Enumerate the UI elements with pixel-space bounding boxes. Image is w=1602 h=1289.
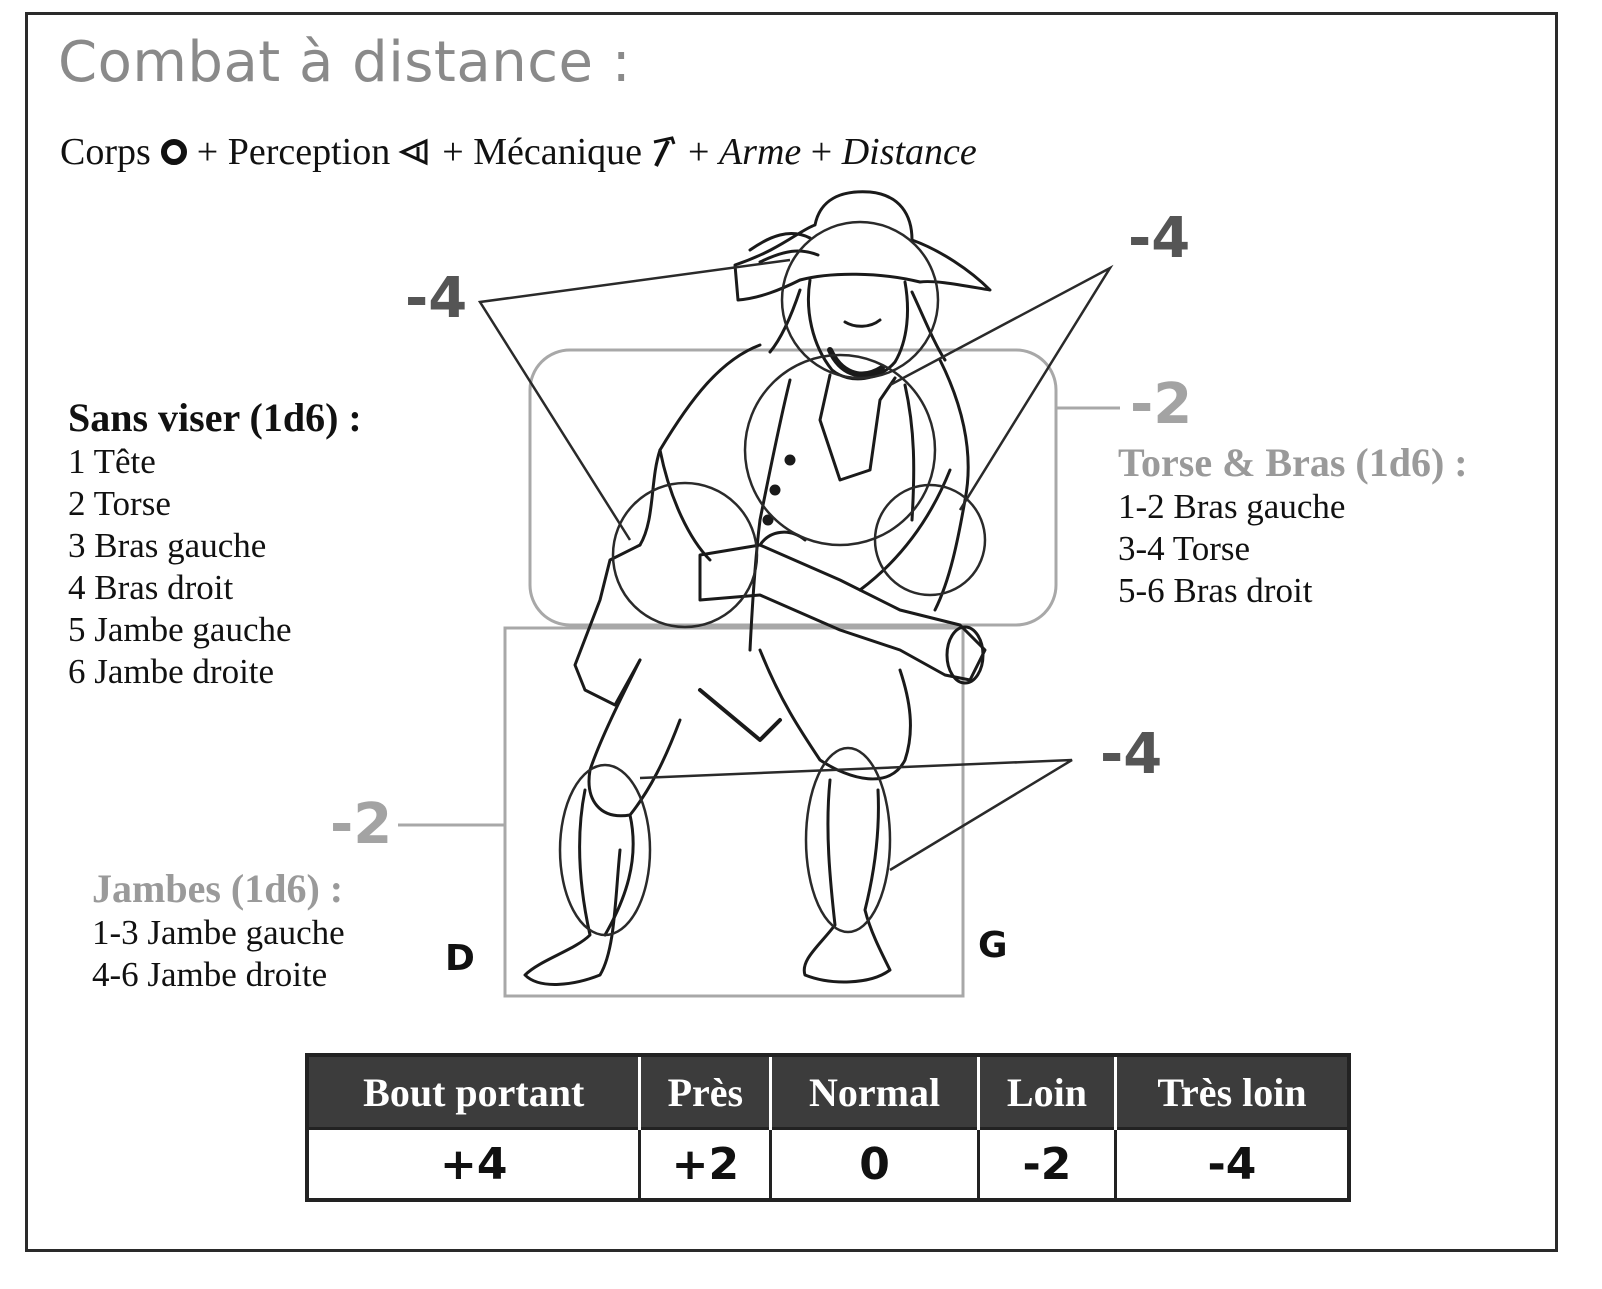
sans-viser-heading: Sans viser (1d6) : xyxy=(68,395,362,440)
formula-distance: Distance xyxy=(841,131,977,173)
list-item: 4 Bras droit xyxy=(68,568,234,607)
table-cell: -2 xyxy=(978,1127,1117,1200)
rules-frame xyxy=(25,12,1558,1252)
table-header: Très loin xyxy=(1115,1055,1349,1129)
table-cell: -4 xyxy=(1115,1127,1349,1200)
list-item: 3 Bras gauche xyxy=(68,526,267,565)
perception-icon xyxy=(398,138,428,166)
list-item: 1-3 Jambe gauche xyxy=(92,913,345,952)
table-cell: +4 xyxy=(307,1127,642,1200)
side-left-label: G xyxy=(978,925,1008,966)
torse-bras-block: Torse & Bras (1d6) : 1-2 Bras gauche 3-4… xyxy=(1118,440,1468,612)
head-modifier: -4 xyxy=(405,266,468,331)
table-cell: +2 xyxy=(639,1127,773,1200)
legs-zone-box xyxy=(503,626,965,998)
table-header: Près xyxy=(639,1055,773,1129)
list-item: 3-4 Torse xyxy=(1118,529,1251,568)
formula-plus-2: + xyxy=(442,131,464,173)
legs-callout xyxy=(639,758,1073,872)
torso-zone-modifier: -2 xyxy=(1130,372,1193,437)
distance-table: Bout portant Près Normal Loin Très loin … xyxy=(305,1053,1351,1202)
section-title: Combat à distance : xyxy=(58,30,632,95)
arm-right-circle xyxy=(873,483,987,597)
callout-lines xyxy=(477,258,1114,872)
leg-right-ellipse xyxy=(804,746,892,934)
torso-zone-box xyxy=(528,348,1058,627)
jambes-block: Jambes (1d6) : 1-3 Jambe gauche 4-6 Jamb… xyxy=(92,866,345,996)
formula-corps: Corps xyxy=(60,131,151,173)
sans-viser-block: Sans viser (1d6) : 1 Tête 2 Torse 3 Bras… xyxy=(68,395,362,693)
list-item: 1-2 Bras gauche xyxy=(1118,487,1346,526)
list-item: 5 Jambe gauche xyxy=(68,610,292,649)
list-item: 6 Jambe droite xyxy=(68,652,275,691)
list-item: 2 Torse xyxy=(68,484,171,523)
table-cell: 0 xyxy=(770,1127,980,1200)
torso-circle xyxy=(743,353,937,547)
arms-modifier: -4 xyxy=(1128,206,1191,271)
torse-bras-heading: Torse & Bras (1d6) : xyxy=(1118,440,1468,485)
head-circle xyxy=(780,220,940,380)
formula-arme: Arme xyxy=(718,131,802,173)
zone-callout-lines xyxy=(398,406,1120,827)
table-header: Normal xyxy=(770,1055,980,1129)
list-item: 4-6 Jambe droite xyxy=(92,955,328,994)
formula-plus-1: + xyxy=(196,131,219,173)
table-header: Bout portant xyxy=(307,1055,642,1129)
list-item: 1 Tête xyxy=(68,442,156,481)
table-row: +4 +2 0 -2 -4 xyxy=(307,1127,1349,1200)
table-header: Loin xyxy=(978,1055,1117,1129)
mecanique-icon xyxy=(653,136,676,167)
leg-left-ellipse xyxy=(558,763,652,937)
legs-modifier: -4 xyxy=(1100,722,1163,787)
formula-mecanique: Mécanique xyxy=(473,131,642,173)
list-item: 5-6 Bras droit xyxy=(1118,571,1313,610)
legs-zone-modifier: -2 xyxy=(330,792,393,857)
formula-plus-3: + xyxy=(688,131,710,173)
corps-icon xyxy=(160,139,187,165)
formula-plus-4: + xyxy=(810,131,833,173)
hit-circles xyxy=(558,220,987,937)
arm-left-circle xyxy=(611,481,759,629)
head-callout xyxy=(477,258,791,541)
side-right-label: D xyxy=(445,938,475,979)
arms-callout xyxy=(889,264,1114,511)
pirate-figure xyxy=(523,190,992,986)
table-header-row: Bout portant Près Normal Loin Très loin xyxy=(307,1055,1349,1129)
formula-perception: Perception xyxy=(227,131,391,173)
attack-formula: Corps + Perception + Mécanique + Arme + … xyxy=(60,130,977,174)
jambes-heading: Jambes (1d6) : xyxy=(92,866,344,911)
